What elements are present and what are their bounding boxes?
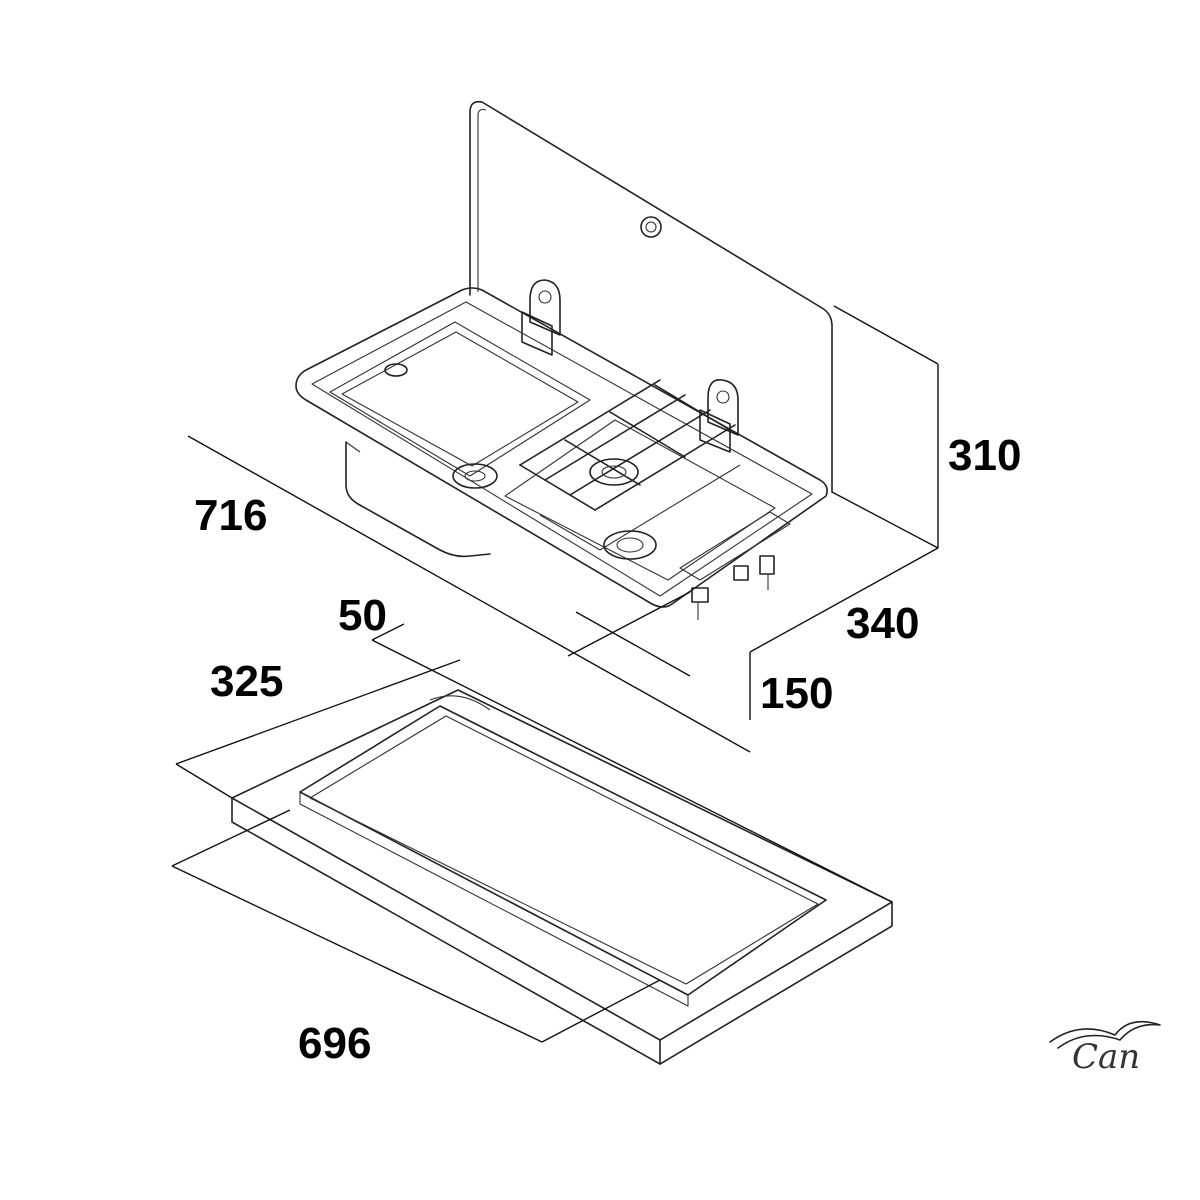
cutout-frame xyxy=(231,689,893,1065)
dimension-label-716: 716 xyxy=(194,491,267,540)
burner-front-icon xyxy=(603,530,657,560)
dimension-label-325: 325 xyxy=(210,657,283,706)
sink-drain-icon xyxy=(452,463,498,489)
dimension-label-50: 50 xyxy=(338,591,387,640)
dimension-label-310: 310 xyxy=(948,431,1021,480)
can-logo: Can xyxy=(1049,1020,1161,1077)
pan-support-grid xyxy=(519,379,741,551)
lid-knob-icon xyxy=(640,216,662,238)
sink-hob-body xyxy=(295,287,828,620)
dimension-label-340: 340 xyxy=(846,599,919,648)
hinge-left-icon xyxy=(521,279,561,356)
can-logo-text: Can xyxy=(1072,1037,1140,1077)
dimension-label-696: 696 xyxy=(298,1019,371,1068)
burner-rear-icon xyxy=(589,458,639,486)
glass-lid xyxy=(469,100,833,493)
tap-hole-icon xyxy=(384,363,408,377)
hinge-right-icon xyxy=(699,379,739,453)
dimension-lines xyxy=(171,305,939,1043)
dimension-label-150: 150 xyxy=(760,669,833,718)
gas-valve-icon xyxy=(691,555,775,620)
